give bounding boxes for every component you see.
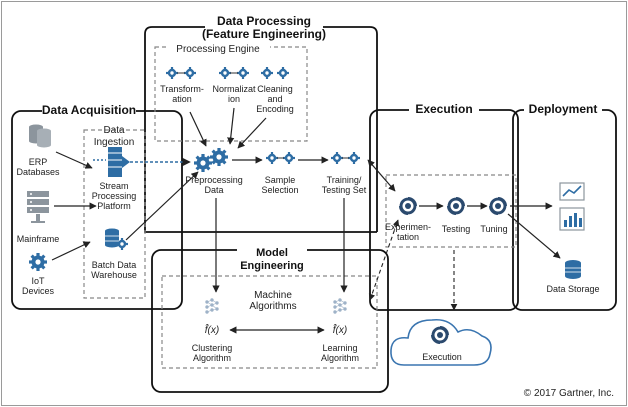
machine-algorithms-title: Machine [254, 290, 292, 301]
learning-network-icon [333, 298, 347, 314]
data-ingestion-title: Data [103, 125, 125, 136]
preprocessing-label: Preprocessing [185, 175, 243, 185]
cloud-execution-label: Execution [422, 352, 462, 362]
erp-label: ERP [29, 157, 48, 167]
model-engineering-subtitle: Engineering [240, 260, 304, 272]
experimentation-label-2: tation [397, 232, 419, 242]
training-label: Training/ [327, 175, 362, 185]
machine-algorithms-box [161, 275, 378, 369]
testing-label: Testing [442, 224, 471, 234]
mainframe-icon [27, 191, 49, 223]
clustering-label: Clustering [192, 343, 233, 353]
cleaning-label-2: and [267, 94, 282, 104]
connectors [51, 107, 561, 334]
batch-warehouse-icon [105, 228, 128, 250]
tuning-label: Tuning [480, 224, 507, 234]
cleaning-label-3: Encoding [256, 104, 294, 114]
data-processing-title: Data Processing [217, 14, 311, 28]
batch-label: Batch Data [92, 260, 137, 270]
data-ingestion-box [83, 129, 146, 299]
title-mask [243, 288, 303, 312]
transformation-label-2: ation [172, 94, 192, 104]
data-storage-label: Data Storage [546, 284, 599, 294]
erp-label-2: Databases [16, 167, 60, 177]
model-engineering-title: Model [256, 247, 288, 259]
transformation-label: Transform- [160, 84, 204, 94]
line-chart-monitor-icon [559, 182, 585, 201]
execution-steps-box [385, 174, 517, 248]
iot-label: IoT [31, 276, 45, 286]
title-mask [205, 12, 323, 42]
data-processing-box [144, 26, 378, 233]
clustering-network-icon [205, 298, 219, 314]
sample-label-2: Selection [261, 185, 298, 195]
title-mask [409, 102, 479, 116]
data-ingestion-subtitle: Ingestion [94, 137, 135, 148]
title-mask [237, 245, 307, 273]
transformation-gears-icon [166, 67, 196, 79]
stream-label: Stream [99, 181, 128, 191]
preprocessing-gears-icon [194, 148, 228, 172]
copyright-text: © 2017 Gartner, Inc. [524, 388, 614, 399]
bar-chart-monitor-icon [559, 207, 585, 231]
title-mask [167, 42, 270, 54]
iot-device-icon [29, 253, 47, 271]
machine-algorithms-subtitle: Algorithms [249, 301, 296, 312]
experimentation-icon [398, 196, 418, 216]
execution-title: Execution [415, 102, 472, 116]
learning-label: Learning [322, 343, 357, 353]
testing-icon [446, 196, 466, 216]
normalization-label: Normalizat [212, 84, 256, 94]
cleaning-label: Cleaning [257, 84, 293, 94]
tuning-icon [488, 196, 508, 216]
training-set-gears-icon [331, 152, 360, 164]
clustering-label-2: Algorithm [193, 353, 231, 363]
cleaning-gears-icon [261, 67, 289, 79]
stream-label-3: Platform [97, 201, 131, 211]
erp-database-icon [29, 124, 51, 148]
data-storage-icon [565, 260, 581, 279]
experimentation-label: Experimen- [385, 222, 431, 232]
deployment-title: Deployment [529, 102, 598, 116]
iot-label-2: Devices [22, 286, 55, 296]
learning-label-2: Algorithm [321, 353, 359, 363]
learning-formula: f̂(x) [333, 322, 347, 336]
batch-label-2: Warehouse [91, 270, 137, 280]
cloud-execution-icon [390, 318, 492, 366]
data-processing-subtitle: (Feature Engineering) [202, 27, 326, 41]
sample-selection-gears-icon [266, 152, 295, 164]
stream-label-2: Processing [92, 191, 137, 201]
clustering-formula: f̂(x) [205, 322, 219, 336]
sample-label: Sample [265, 175, 296, 185]
title-mask [42, 104, 136, 118]
processing-engine-title: Processing Engine [176, 44, 260, 55]
mainframe-label: Mainframe [17, 234, 60, 244]
stream-platform-icon [93, 147, 130, 177]
preprocessing-label-2: Data [204, 185, 223, 195]
data-acquisition-title: Data Acquisition [42, 103, 136, 117]
training-label-2: Testing Set [322, 185, 367, 195]
normalization-label-2: ion [228, 94, 240, 104]
title-mask [524, 102, 602, 116]
normalization-gears-icon [219, 67, 249, 79]
